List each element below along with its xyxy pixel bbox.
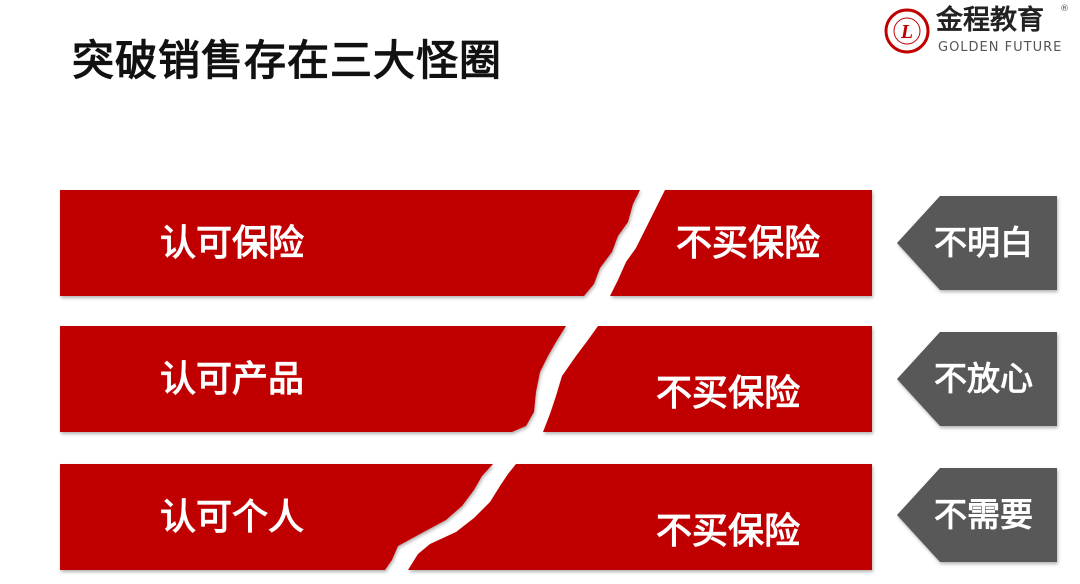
bar-2-right: [543, 326, 872, 432]
row-2-reason: 不放心: [934, 359, 1033, 398]
bar-1-left: [60, 190, 640, 296]
registered-mark: ®: [1060, 4, 1069, 14]
row-1-right-label: 不买保险: [676, 223, 821, 264]
logo-seal-icon: L: [884, 8, 930, 54]
logo: L 金程教育 ® GOLDEN FUTURE: [884, 4, 1078, 60]
bar-2-left: [60, 326, 566, 432]
bar-3-right: [408, 464, 872, 570]
row-2-right-label: 不买保险: [656, 373, 801, 414]
svg-text:L: L: [900, 21, 913, 43]
reason-arrow-1: [897, 196, 1057, 290]
reason-arrow-3: [897, 468, 1057, 562]
logo-name-cn: 金程教育: [936, 5, 1044, 36]
row-3-reason: 不需要: [934, 495, 1033, 534]
row-1-left-label: 认可保险: [160, 223, 305, 264]
row-1-reason: 不明白: [934, 223, 1033, 262]
page-title: 突破销售存在三大怪圈: [72, 36, 503, 85]
bar-1-right: [610, 190, 872, 296]
bar-3-left: [60, 464, 493, 570]
row-3-right-label: 不买保险: [656, 511, 801, 552]
logo-name-en: GOLDEN FUTURE: [938, 40, 1063, 55]
row-3-left-label: 认可个人: [160, 497, 305, 538]
reason-arrow-2: [897, 332, 1057, 426]
row-2-left-label: 认可产品: [160, 359, 305, 400]
